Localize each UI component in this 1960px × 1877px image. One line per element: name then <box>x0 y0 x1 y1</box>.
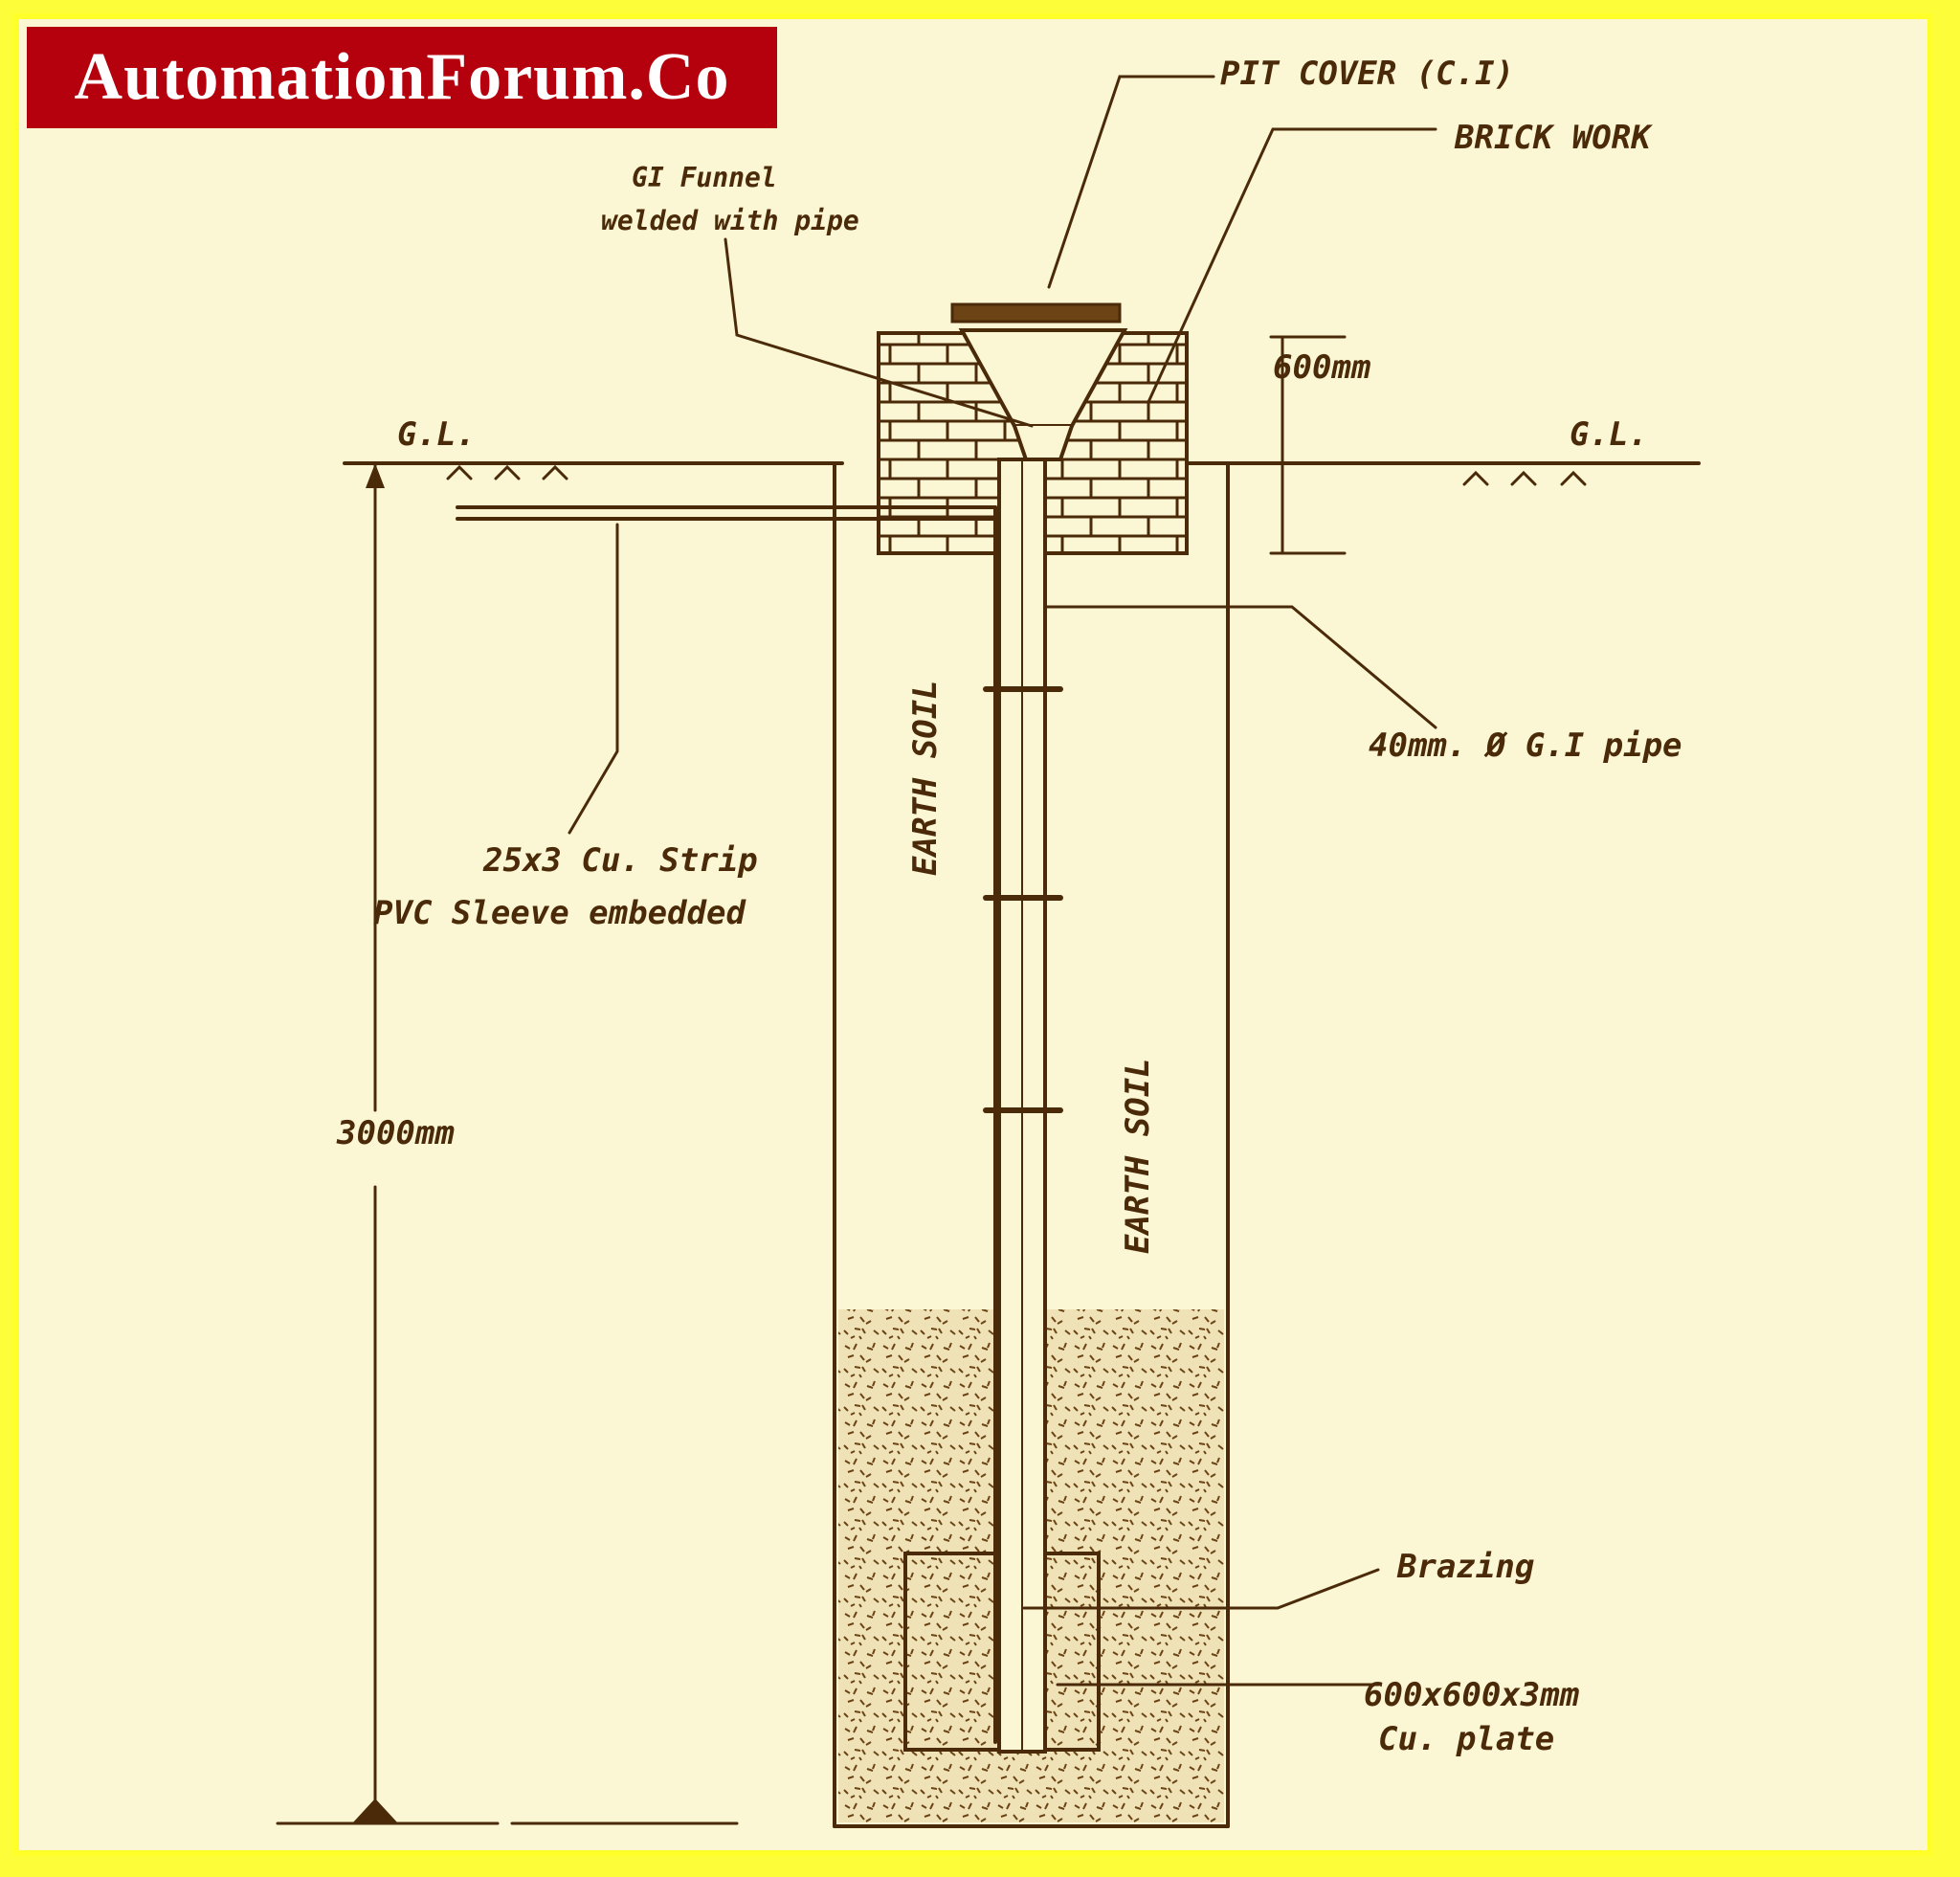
funnel-neck <box>1013 425 1074 461</box>
label-plate-1: 600x600x3mm <box>1364 1676 1580 1714</box>
label-funnel-1: GI Funnel <box>632 162 777 193</box>
label-gl-right: G.L. <box>1570 415 1648 454</box>
brand-logo: AutomationForum.Co <box>27 27 777 128</box>
label-pit-cover: PIT COVER (C.I) <box>1220 55 1514 93</box>
label-brick-work: BRICK WORK <box>1454 119 1653 157</box>
label-funnel-2: welded with pipe <box>601 205 859 236</box>
label-600mm: 600mm <box>1273 348 1371 387</box>
ground-hatch-left <box>446 464 568 480</box>
label-earth-soil-1: EARTH SOIL <box>906 680 945 876</box>
leader-brazing <box>1022 1568 1380 1610</box>
label-3000mm: 3000mm <box>336 1114 455 1152</box>
label-brazing: Brazing <box>1396 1548 1534 1586</box>
leader-pit-cover <box>1047 75 1215 289</box>
leader-cu-strip <box>568 523 619 835</box>
ground-hatch-right <box>1462 470 1587 486</box>
pit-cover <box>950 302 1122 324</box>
label-earth-soil-2: EARTH SOIL <box>1119 1058 1157 1254</box>
label-pvc-sleeve: PVC Sleeve embedded <box>373 894 746 932</box>
label-cu-strip: 25x3 Cu. Strip <box>482 841 758 880</box>
label-gi-pipe: 40mm. Ø G.I pipe <box>1369 726 1682 765</box>
dim-3000-arrow-top <box>366 463 385 488</box>
dim-3000-arrow-bottom <box>352 1799 398 1823</box>
leader-brick-work <box>1147 127 1437 404</box>
label-plate-2: Cu. plate <box>1378 1720 1554 1758</box>
leader-funnel <box>724 237 1034 428</box>
label-gl-left: G.L. <box>397 415 476 454</box>
leader-gi-pipe <box>1043 605 1437 729</box>
